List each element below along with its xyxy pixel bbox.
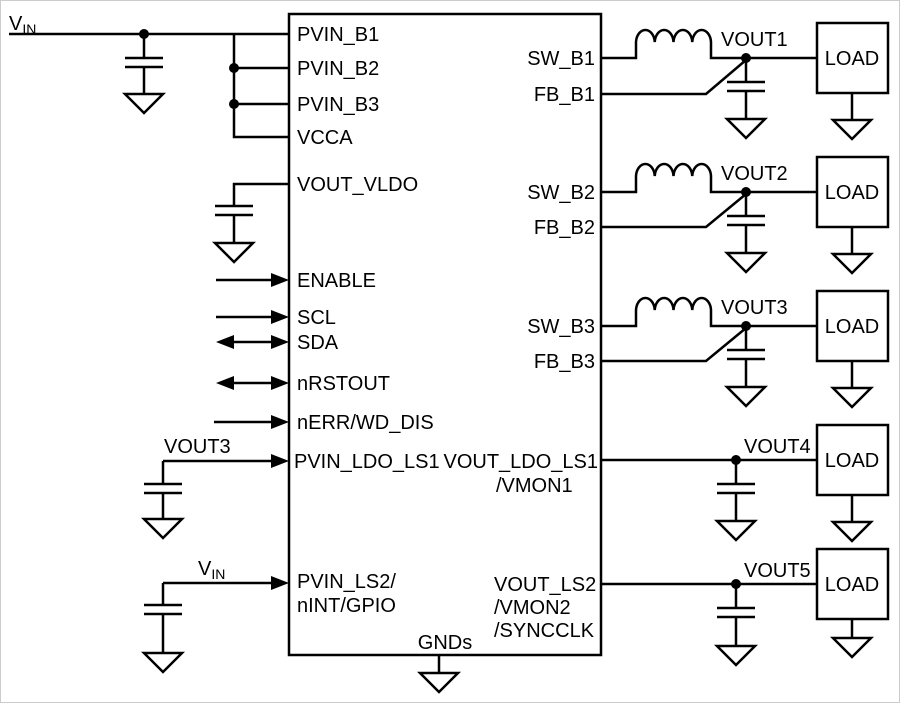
pin-label-vcca: VCCA: [297, 127, 353, 149]
net-label-vout4: VOUT4: [744, 436, 811, 458]
arrowhead-sda-right: [271, 335, 289, 349]
load1-label: LOAD: [825, 48, 879, 70]
pin-label-fb-b1: FB_B1: [534, 84, 595, 106]
ground-symbol-vout1: [725, 117, 767, 140]
ground-symbol-vout3-feed: [142, 517, 184, 540]
net-label-vout2: VOUT2: [721, 163, 788, 185]
pin-label-nerr-wd-dis: nERR/WD_DIS: [297, 412, 434, 434]
load1-box: [815, 21, 890, 95]
pin-label-gnds: GNDs: [418, 632, 472, 654]
pin-label-sw-b3: SW_B3: [527, 316, 595, 338]
pin-label-enable: ENABLE: [297, 270, 376, 292]
net-label-vin-low: VIN: [198, 558, 225, 582]
pin-label-vmon1: /VMON1: [496, 475, 573, 497]
load4-label: LOAD: [825, 450, 879, 472]
pin-label-syncclk: /SYNCCLK: [494, 620, 595, 642]
pin-label-nrstout: nRSTOUT: [297, 373, 390, 395]
pin-label-sw-b2: SW_B2: [527, 182, 595, 204]
arrowhead-enable: [271, 273, 289, 287]
ground-symbol-gnds: [418, 671, 460, 694]
junction-dot-pvin-b2: [229, 63, 239, 73]
wire-fb-b2: [601, 193, 747, 229]
pin-label-vout-vldo: VOUT_VLDO: [297, 174, 418, 196]
pin-label-vmon2: /VMON2: [494, 597, 571, 619]
net-label-vout1: VOUT1: [721, 29, 788, 51]
net-label-vout3: VOUT3: [721, 297, 788, 319]
pin-label-sda: SDA: [297, 332, 339, 354]
wire-vin-low: [161, 581, 273, 653]
wire-vin-bus: [232, 34, 289, 139]
arrowhead-pvin-ls2: [271, 576, 289, 590]
vin-text: V: [9, 13, 23, 35]
ground-symbol-load3: [831, 386, 873, 409]
net-label-vout5: VOUT5: [744, 560, 811, 582]
pin-label-fb-b3: FB_B3: [534, 351, 595, 373]
vin-low-subscript: IN: [211, 566, 225, 582]
pin-label-pvin-ls2: PVIN_LS2/: [297, 571, 396, 593]
ground-symbol-vin-low: [142, 651, 184, 674]
pin-label-scl: SCL: [297, 307, 336, 329]
load3-label: LOAD: [825, 316, 879, 338]
ground-symbol-load5: [831, 636, 873, 659]
vout4-capacitor: [715, 482, 757, 495]
vin-low-text: V: [198, 558, 212, 580]
ground-symbol-load2: [831, 252, 873, 275]
pin-label-pvin-ldo-ls1: PVIN_LDO_LS1: [294, 451, 440, 473]
load2-box: [815, 155, 890, 229]
arrowhead-sda-left: [216, 335, 234, 349]
pin-label-nint-gpio: nINT/GPIO: [297, 595, 396, 617]
pin-label-vout-ldo-ls1: VOUT_LDO_LS1: [443, 451, 598, 473]
vout2-capacitor: [725, 214, 767, 227]
pin-label-fb-b2: FB_B2: [534, 217, 595, 239]
wire-fb-b3: [601, 327, 747, 363]
ground-symbol-vout2: [725, 251, 767, 274]
ground-symbol-vout4: [715, 519, 757, 542]
ground-symbol-load4: [831, 520, 873, 543]
load3-box: [815, 289, 890, 363]
arrowhead-nrstout-right: [271, 376, 289, 390]
junction-dot-pvin-b3: [229, 99, 239, 109]
ground-symbol-vldo: [213, 241, 255, 264]
vout3-feed-capacitor: [142, 482, 184, 495]
arrowhead-nrstout-left: [216, 376, 234, 390]
load2-label: LOAD: [825, 182, 879, 204]
arrowhead-nerr: [271, 415, 289, 429]
arrowhead-scl: [271, 310, 289, 324]
pin-label-sw-b1: SW_B1: [527, 48, 595, 70]
vldo-capacitor: [213, 204, 255, 217]
pin-label-vout-ls2: VOUT_LS2: [494, 574, 596, 596]
ground-symbol-vout5: [715, 644, 757, 667]
ground-symbol-vout3: [725, 385, 767, 408]
arrowhead-pvin-ldo-ls1: [271, 454, 289, 468]
vin-low-capacitor: [142, 603, 184, 616]
pin-label-pvin-b2: PVIN_B2: [297, 58, 379, 80]
vout3-capacitor: [725, 348, 767, 361]
ic-body: [287, 12, 603, 657]
load5-label: LOAD: [825, 574, 879, 596]
wire-vout3-feed: [161, 459, 273, 519]
vout1-capacitor: [725, 80, 767, 93]
net-label-vout3-feed: VOUT3: [164, 436, 231, 458]
wire-sw-b3-inductor: [601, 296, 817, 328]
input-capacitor: [123, 56, 165, 69]
ground-symbol-input: [123, 92, 165, 115]
pin-label-pvin-b1: PVIN_B1: [297, 24, 379, 46]
wire-vout-vldo: [232, 182, 289, 243]
vout5-capacitor: [715, 606, 757, 619]
ground-symbol-load1: [831, 118, 873, 141]
wire-sw-b2-inductor: [601, 162, 817, 194]
wire-sw-b1-inductor: [601, 28, 817, 60]
wire-fb-b1: [601, 59, 747, 96]
pin-label-pvin-b3: PVIN_B3: [297, 94, 379, 116]
